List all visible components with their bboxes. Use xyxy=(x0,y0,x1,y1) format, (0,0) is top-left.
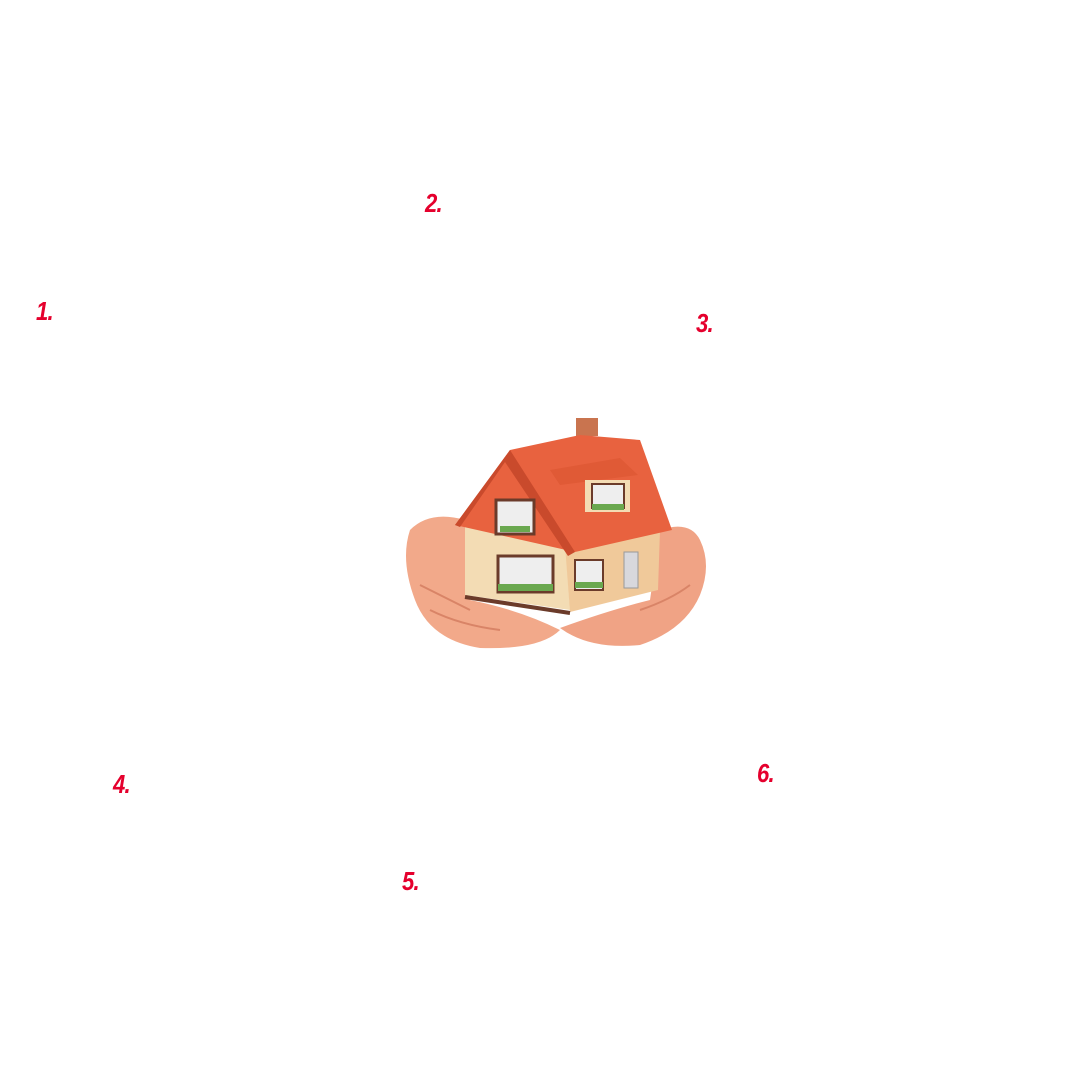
step-label-5: 5. xyxy=(402,866,420,896)
house-in-hands-image xyxy=(406,418,706,649)
step-label-1: 1. xyxy=(36,296,54,326)
hands xyxy=(406,516,706,649)
step-label-4: 4. xyxy=(113,769,131,799)
step-label-3: 3. xyxy=(696,308,714,338)
step-label-2: 2. xyxy=(425,188,443,218)
house xyxy=(455,418,672,615)
step-label-6: 6. xyxy=(757,758,775,788)
